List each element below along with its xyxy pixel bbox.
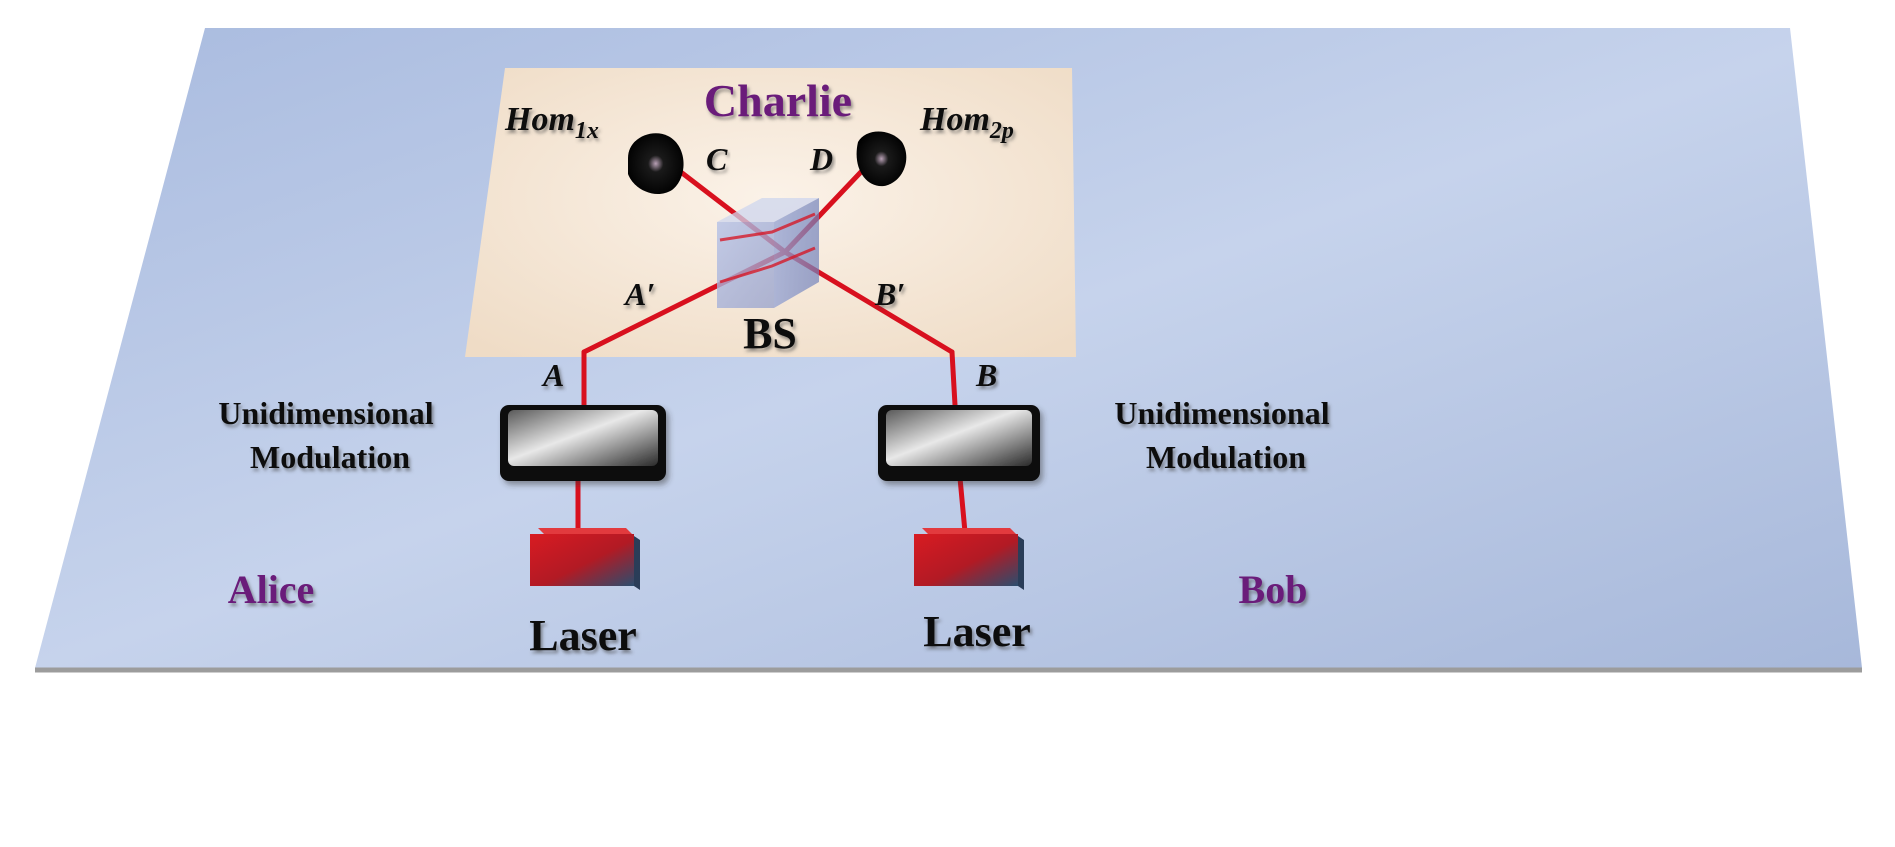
detector-hom1 xyxy=(628,133,684,195)
bob-label: Bob xyxy=(1239,567,1308,612)
beam-label-b-prime: B′ xyxy=(874,276,905,312)
alice-label: Alice xyxy=(228,567,315,612)
laser-label-left: Laser xyxy=(529,611,637,660)
modulation-right-line2: Modulation xyxy=(1146,439,1306,475)
laser-left xyxy=(530,528,640,590)
beam-label-c: C xyxy=(706,141,728,177)
beam-label-d: D xyxy=(809,141,833,177)
laser-right xyxy=(914,528,1024,590)
hom2-base: Hom xyxy=(919,101,990,138)
beam-laser-right xyxy=(957,475,968,535)
detector-hom2 xyxy=(856,131,907,187)
beam-label-b: B xyxy=(975,357,997,393)
charlie-label: Charlie xyxy=(704,75,852,126)
hom2-subscript: 2p xyxy=(989,118,1014,144)
modulator-right xyxy=(878,405,1040,481)
beam-label-a: A xyxy=(541,357,564,393)
hom2-label: Hom2p xyxy=(919,101,1014,144)
hom1-base: Hom xyxy=(504,101,575,138)
beamsplitter-cube xyxy=(717,198,819,308)
beam-b xyxy=(949,349,958,408)
modulation-right-line1: Unidimensional xyxy=(1114,395,1329,431)
modulation-label-left: Unidimensional Modulation xyxy=(218,395,441,475)
modulation-label-right: Unidimensional Modulation xyxy=(1114,395,1337,475)
modulator-left xyxy=(500,405,666,481)
modulation-left-line2: Modulation xyxy=(250,439,410,475)
hom1-label: Hom1x xyxy=(504,101,599,144)
hom1-subscript: 1x xyxy=(575,118,599,144)
laser-label-right: Laser xyxy=(923,607,1031,656)
modulation-left-line1: Unidimensional xyxy=(218,395,433,431)
beam-label-a-prime: A′ xyxy=(623,276,655,312)
beamsplitter-label: BS xyxy=(743,309,797,358)
